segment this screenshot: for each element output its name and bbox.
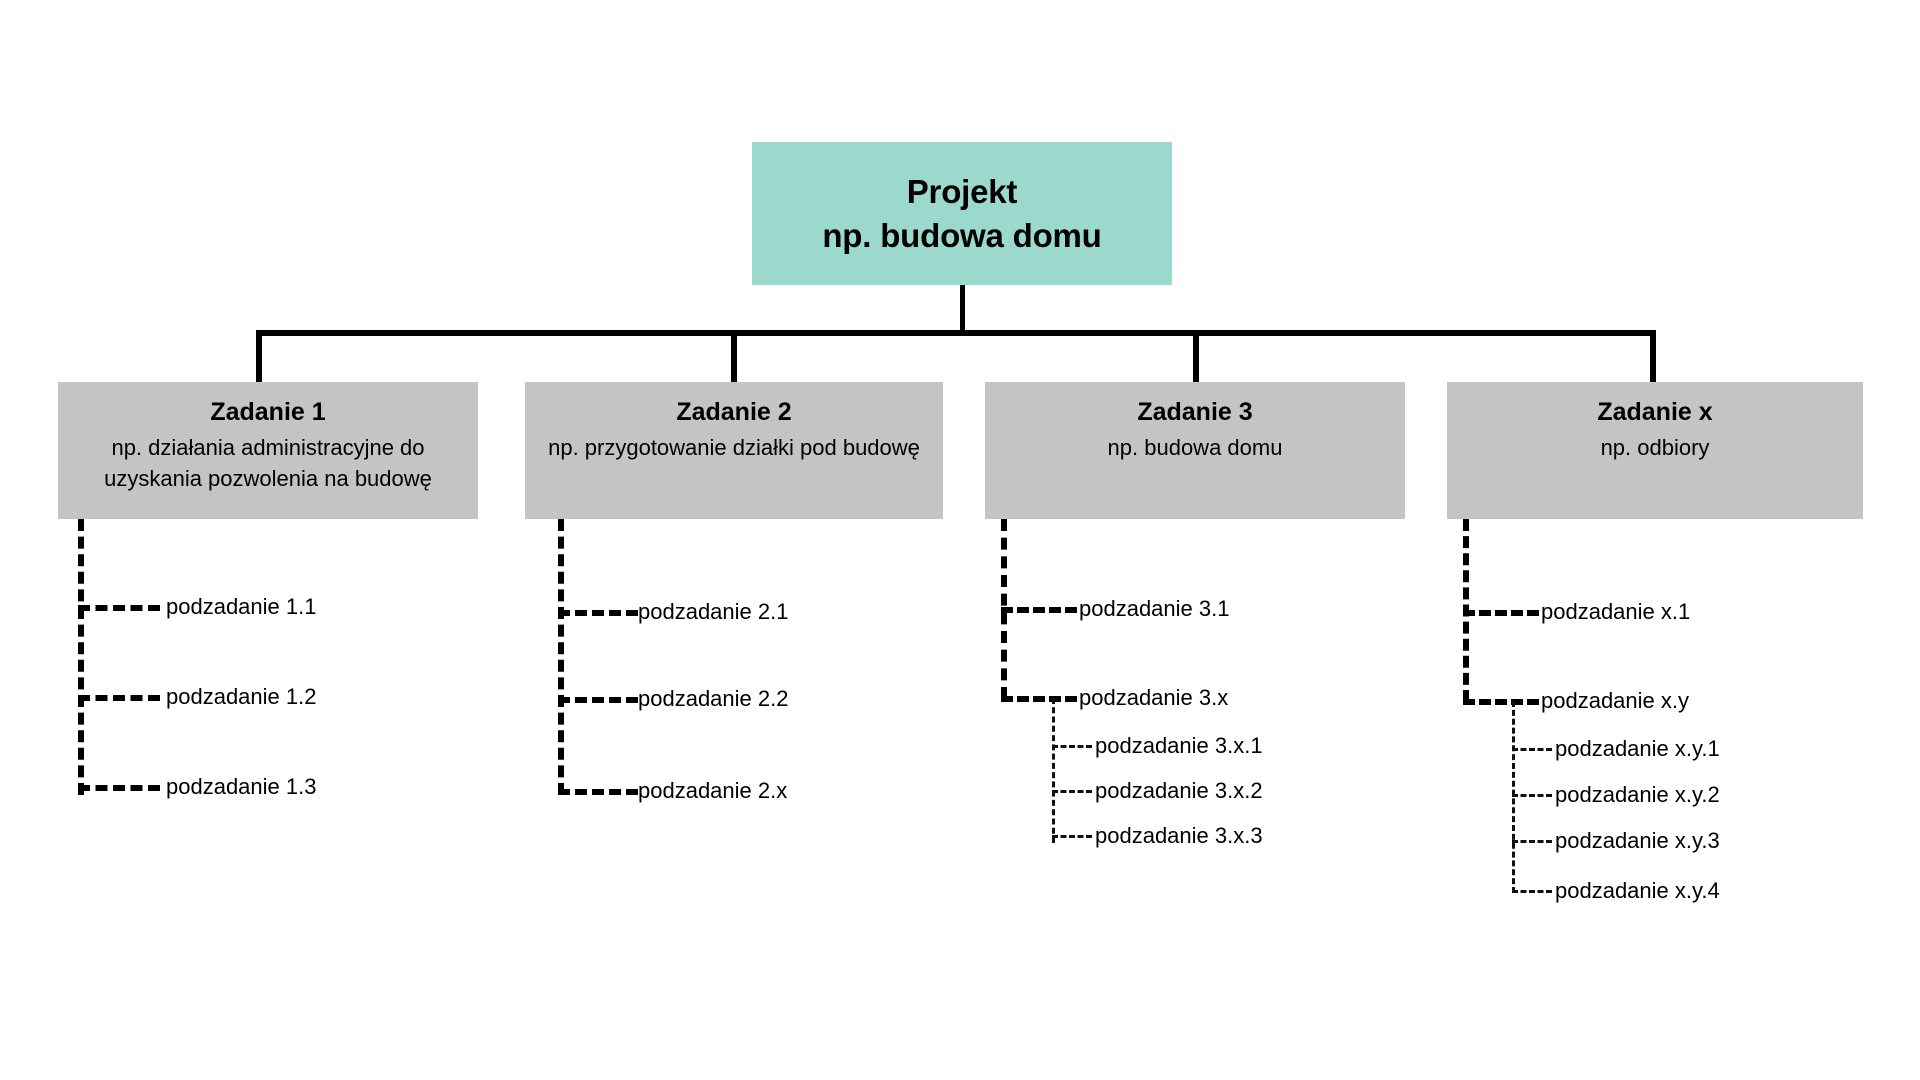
subtask-branch-1-1 [78,605,160,611]
connector-drop-task-3 [1193,332,1199,384]
subtask-label: podzadanie 2.2 [638,686,789,711]
task-description: np. budowa domu [1107,434,1283,460]
subtask-branch-x-1 [1463,610,1539,616]
subtask-spine-task-1 [78,519,84,795]
root-node-subtitle: np. budowa domu [822,216,1102,254]
subtask-label: podzadanie 1.3 [166,774,317,799]
subtask-label-level3: podzadanie 3.x.1 [1095,733,1263,758]
subtask-spine-3-x [1052,698,1055,843]
subtask-branch-1-2 [78,695,160,701]
task-title: Zadanie 1 [210,398,326,426]
subtask-branch-x-y-2 [1512,794,1552,797]
subtask-branch-3-x-1 [1052,745,1092,748]
connector-root-vertical [960,285,965,333]
task-description: np. działania administracyjne do uzyskan… [104,434,432,491]
subtask-branch-x-y [1463,699,1539,705]
root-node-title: Projekt [906,172,1018,210]
subtask-branch-2-1 [558,610,638,616]
subtask-label: podzadanie 3.1 [1079,596,1230,621]
task-node-zadanie-x[interactable]: Zadanie x np. odbiory [1447,382,1863,519]
subtask-branch-3-x [1001,696,1077,702]
subtask-branch-x-y-1 [1512,748,1552,751]
root-node-projekt[interactable]: Projekt np. budowa domu [752,142,1172,285]
subtask-spine-task-2 [558,519,564,795]
task-description: np. przygotowanie działki pod budowę [548,434,920,460]
subtask-label-level3: podzadanie x.y.3 [1555,828,1720,853]
connector-drop-task-2 [731,332,737,384]
subtask-label: podzadanie 3.x [1079,685,1229,710]
subtask-label-level3: podzadanie 3.x.2 [1095,778,1263,803]
task-title: Zadanie 2 [676,398,792,426]
subtask-branch-3-x-3 [1052,835,1092,838]
subtask-branch-3-1 [1001,607,1077,613]
task-node-zadanie-1[interactable]: Zadanie 1 np. działania administracyjne … [58,382,478,519]
subtask-label: podzadanie x.y [1541,688,1689,713]
subtask-label-level3: podzadanie 3.x.3 [1095,823,1263,848]
connector-drop-task-4 [1650,332,1656,384]
subtask-branch-x-y-3 [1512,840,1552,843]
connector-drop-task-1 [256,332,262,384]
task-node-zadanie-2[interactable]: Zadanie 2 np. przygotowanie działki pod … [525,382,943,519]
subtask-label-level3: podzadanie x.y.2 [1555,782,1720,807]
subtask-spine-x-y [1512,701,1515,893]
task-description: np. odbiory [1600,434,1710,460]
connector-horizontal-bus [256,330,1656,336]
subtask-branch-2-2 [558,697,638,703]
subtask-label: podzadanie 1.2 [166,684,317,709]
subtask-branch-2-3 [558,789,638,795]
subtask-label-level3: podzadanie x.y.4 [1555,878,1720,903]
subtask-label: podzadanie 2.x [638,778,788,803]
subtask-branch-3-x-2 [1052,790,1092,793]
task-title: Zadanie x [1597,398,1713,426]
task-node-zadanie-3[interactable]: Zadanie 3 np. budowa domu [985,382,1405,519]
subtask-branch-x-y-4 [1512,890,1552,893]
subtask-label: podzadanie 1.1 [166,594,317,619]
subtask-label: podzadanie x.1 [1541,599,1691,624]
subtask-label: podzadanie 2.1 [638,599,789,624]
task-title: Zadanie 3 [1137,398,1253,426]
subtask-label-level3: podzadanie x.y.1 [1555,736,1720,761]
subtask-branch-1-3 [78,785,160,791]
